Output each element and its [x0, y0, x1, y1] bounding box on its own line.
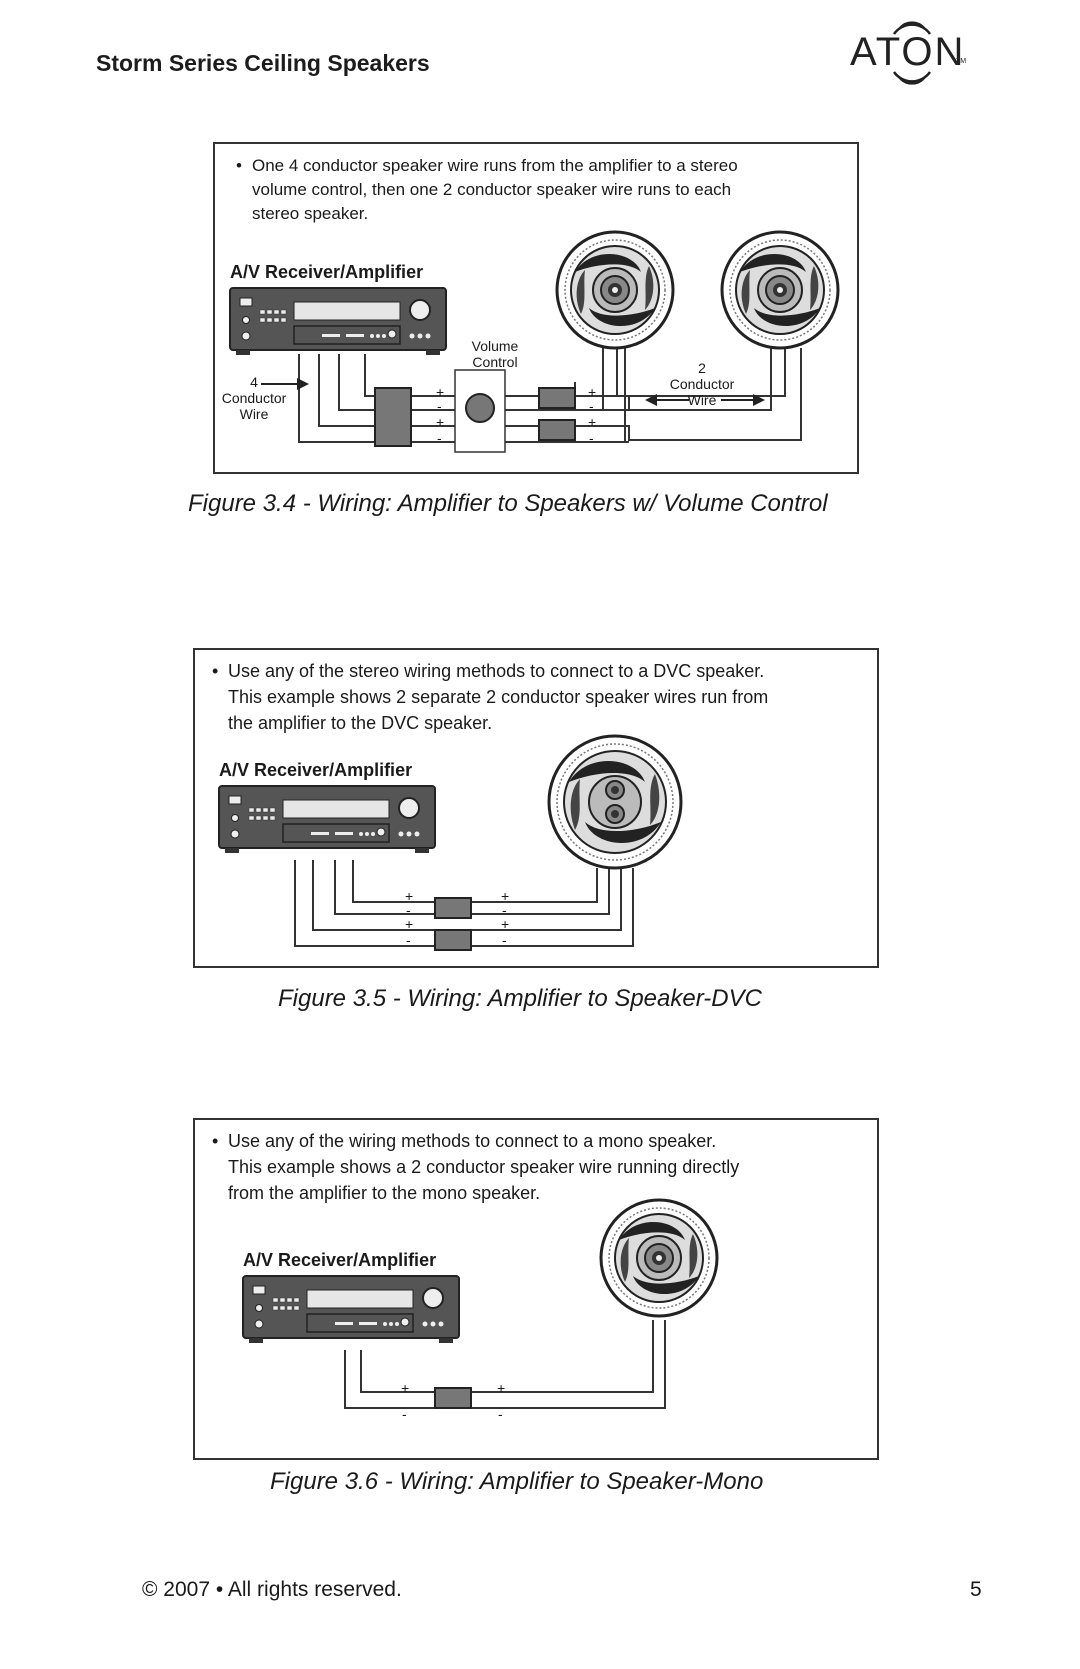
- bullet-dot: •: [212, 1131, 219, 1151]
- amp-label: A/V Receiver/Amplifier: [230, 262, 424, 282]
- polarity-minus: -: [406, 932, 411, 948]
- polarity-minus: -: [437, 430, 442, 446]
- polarity-plus: +: [501, 888, 510, 904]
- splice-block-icon: [538, 419, 576, 441]
- polarity-plus: +: [497, 1380, 506, 1396]
- figure-3-6-line-2: This example shows a 2 conductor speaker…: [228, 1157, 740, 1177]
- polarity-plus: +: [588, 384, 597, 400]
- polarity-plus: +: [436, 414, 445, 430]
- figure-3-4-description: • One 4 conductor speaker wire runs from…: [236, 154, 852, 226]
- figure-3-5-line-1: Use any of the stereo wiring methods to …: [228, 661, 765, 681]
- figure-3-5-wiring-diagram: [218, 734, 683, 951]
- amplifier-icon: [218, 785, 436, 854]
- polarity-minus: -: [589, 398, 594, 414]
- polarity-plus: +: [436, 384, 445, 400]
- splice-block-icon: [538, 387, 576, 409]
- polarity-plus: +: [588, 414, 597, 430]
- four-conductor-wire-label: 4 Conductor Wire: [221, 374, 287, 422]
- amplifier-icon: [242, 1275, 460, 1344]
- amplifier-icon: [229, 287, 447, 356]
- splice-block-icon: [434, 1387, 472, 1409]
- figure-3-4-line-2: volume control, then one 2 conductor spe…: [252, 180, 732, 199]
- amp-label: A/V Receiver/Amplifier: [243, 1250, 437, 1270]
- bullet-dot: •: [212, 661, 219, 681]
- figure-3-5-caption: Figure 3.5 - Wiring: Amplifier to Speake…: [278, 985, 762, 1012]
- figure-3-6-line-1: Use any of the wiring methods to connect…: [228, 1131, 717, 1151]
- page-header-title: Storm Series Ceiling Speakers: [96, 50, 430, 76]
- figure-3-4-line-3: stereo speaker.: [252, 204, 369, 223]
- figure-3-6-caption: Figure 3.6 - Wiring: Amplifier to Speake…: [270, 1468, 764, 1495]
- right-speaker-icon: [720, 230, 840, 350]
- polarity-minus: -: [589, 430, 594, 446]
- polarity-minus: -: [406, 902, 411, 918]
- polarity-minus: -: [498, 1406, 503, 1422]
- amp-label: A/V Receiver/Amplifier: [219, 760, 413, 780]
- page-number: 5: [970, 1578, 982, 1601]
- logo-text: ATON: [850, 30, 966, 74]
- splice-block-icon: [434, 929, 472, 951]
- figure-3-6-description: • Use any of the wiring methods to conne…: [212, 1128, 868, 1206]
- polarity-plus: +: [501, 916, 510, 932]
- polarity-plus: +: [405, 888, 414, 904]
- splice-block-icon: [374, 387, 412, 447]
- figure-3-5-description: • Use any of the stereo wiring methods t…: [212, 658, 868, 736]
- footer-copyright: © 2007 • All rights reserved.: [142, 1578, 402, 1601]
- figure-3-6-box: • Use any of the wiring methods to conne…: [193, 1118, 879, 1460]
- polarity-plus: +: [401, 1380, 410, 1396]
- polarity-minus: -: [402, 1406, 407, 1422]
- figure-3-6-line-3: from the amplifier to the mono speaker.: [228, 1183, 541, 1203]
- polarity-minus: -: [502, 902, 507, 918]
- two-conductor-wire-label: 2 Conductor Wire: [669, 360, 735, 408]
- figure-3-4-caption: Figure 3.4 - Wiring: Amplifier to Speake…: [188, 490, 828, 517]
- dvc-speaker-icon: [547, 734, 683, 870]
- figure-3-4-line-1: One 4 conductor speaker wire runs from t…: [252, 156, 738, 175]
- aton-logo-waves-icon: [892, 21, 932, 85]
- polarity-minus: -: [437, 398, 442, 414]
- splice-block-icon: [434, 897, 472, 919]
- figure-3-5-line-3: the amplifier to the DVC speaker.: [228, 713, 493, 733]
- figure-3-5-line-2: This example shows 2 separate 2 conducto…: [228, 687, 769, 707]
- bullet-dot: •: [236, 156, 242, 175]
- mono-speaker-icon: [599, 1198, 719, 1318]
- logo-trademark: TM: [956, 58, 967, 65]
- figure-3-6-wiring-diagram: [242, 1198, 719, 1409]
- figure-3-5-box: • Use any of the stereo wiring methods t…: [193, 648, 879, 968]
- figure-3-4-box: • One 4 conductor speaker wire runs from…: [213, 142, 859, 474]
- aton-logo: ATON TM: [850, 16, 980, 88]
- left-speaker-icon: [555, 230, 675, 350]
- volume-control-label: Volume Control: [471, 338, 519, 370]
- polarity-minus: -: [502, 932, 507, 948]
- figure-3-4-wiring-diagram: [229, 230, 840, 453]
- polarity-plus: +: [405, 916, 414, 932]
